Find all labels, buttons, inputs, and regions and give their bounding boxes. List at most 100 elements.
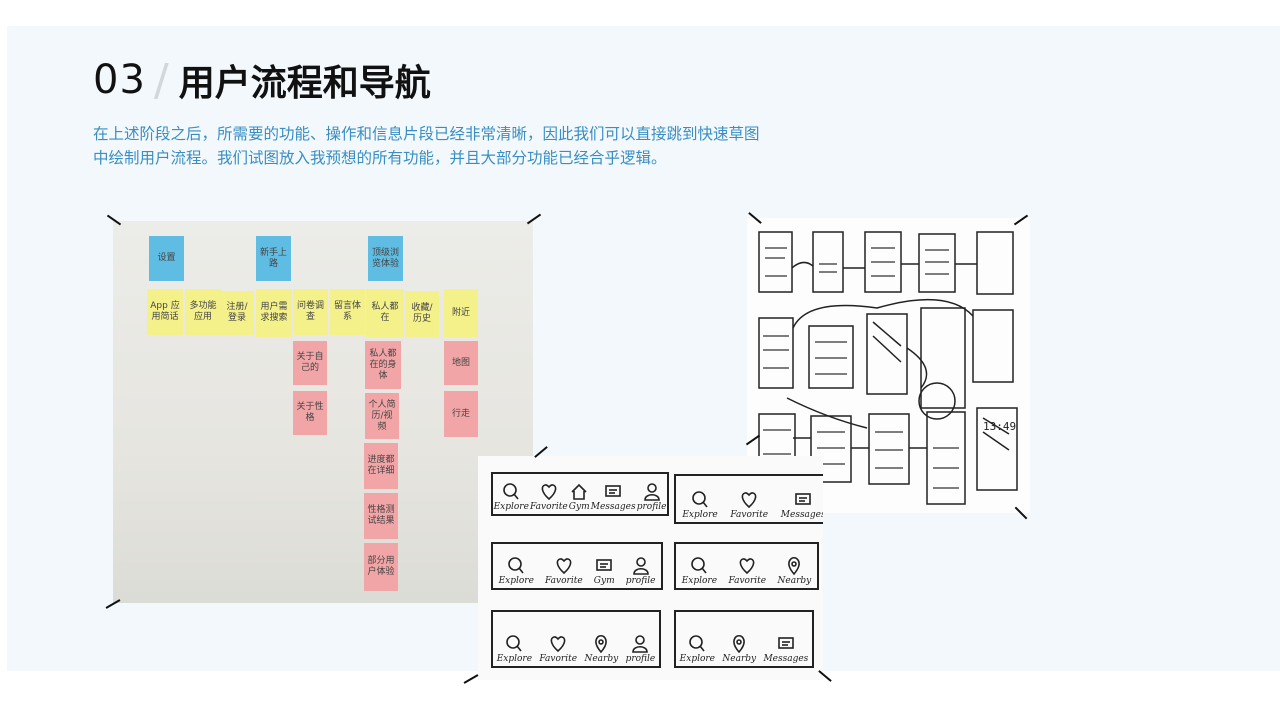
tab-sketch: Favorite [728, 556, 766, 586]
crop-mark [463, 674, 479, 684]
sticky-note: 注册/登录 [220, 291, 254, 335]
tab-label: Nearby [584, 654, 619, 664]
section-title: 用户流程和导航 [178, 63, 431, 104]
sticky-note: 行走 [444, 391, 478, 437]
heart-icon [741, 492, 757, 509]
sticky-notes-photo: 设置 新手上路 顶级浏览体验 App 应用简话 多功能应用 注册/登录 用户需求… [113, 221, 533, 603]
profile-icon [632, 557, 649, 575]
tab-label: Explore [496, 654, 533, 664]
heart-icon [556, 558, 572, 575]
heart-icon [541, 484, 557, 501]
sticky-note: 顶级浏览体验 [368, 236, 403, 281]
tab-sketch: Favorite [545, 556, 583, 586]
tab-sketch: Explore [682, 556, 717, 586]
tab-sketch: Nearby [777, 556, 812, 586]
sticky-note: 附近 [444, 289, 478, 337]
sticky-note: 留言体系 [330, 289, 365, 335]
sticky-note: 关于自己的 [293, 341, 327, 385]
sticky-note: 部分用户体验 [364, 543, 398, 591]
tab-sketch: Nearby [584, 634, 618, 664]
tab-sketch: Explore [680, 634, 715, 664]
search-icon [689, 635, 705, 652]
tab-sketch: Favorite [730, 490, 768, 520]
tab-sketch: Favorite [539, 634, 577, 664]
tab-label: Favorite [530, 502, 568, 512]
tab-label: Favorite [728, 576, 767, 586]
tab-label: profile [625, 576, 656, 586]
sticky-note: 用户需求搜索 [256, 289, 292, 337]
tab-label: Explore [493, 502, 529, 512]
sticky-note: 新手上路 [256, 236, 291, 281]
search-icon [692, 491, 708, 508]
sticky-note: 设置 [149, 236, 184, 281]
sticky-note: 关于性格 [293, 391, 327, 435]
section-number: 03 [93, 57, 146, 103]
sticky-note: 进度都在详细 [364, 443, 398, 489]
tab-sketch: Gym [569, 482, 590, 512]
sticky-note: 个人简历/视频 [365, 393, 399, 439]
sticky-note: 私人都在 [366, 289, 404, 337]
profile-icon [632, 635, 649, 653]
search-icon [506, 635, 522, 652]
tab-sketch: Gym [594, 556, 615, 586]
tab-sketch: Explore [494, 482, 529, 512]
tab-label: Explore [679, 654, 716, 664]
message-icon [596, 559, 613, 571]
sticky-note: 收藏/历史 [405, 291, 439, 337]
tab-label: Nearby [777, 576, 812, 586]
tab-sketch: Messages [591, 482, 636, 512]
search-icon [503, 483, 519, 500]
description-line-2: 中绘制用户流程。我们试图放入我预想的所有功能，并且大部分功能已经合乎逻辑。 [93, 149, 667, 167]
tab-label: Messages [780, 510, 823, 520]
sticky-note: 性格测试结果 [364, 493, 398, 539]
message-icon [778, 637, 794, 649]
message-icon [795, 493, 812, 505]
profile-icon [643, 483, 660, 501]
description: 在上述阶段之后，所需要的功能、操作和信息片段已经非常清晰，因此我们可以直接跳到快… [93, 122, 953, 170]
page-title: 03 / 用户流程和导航 [93, 54, 431, 106]
tab-sketch: profile [636, 482, 667, 512]
tab-sketch: profile [625, 634, 656, 664]
tab-label: Messages [763, 654, 809, 664]
tab-sketch: Explore [499, 556, 534, 586]
tab-label: Explore [498, 576, 534, 586]
tab-label: profile [625, 654, 656, 664]
tab-label: Explore [681, 576, 718, 586]
sticky-note: App 应用简话 [147, 289, 183, 335]
tab-sketch: Messages [763, 634, 808, 664]
tab-label: Favorite [539, 654, 578, 664]
description-line-1: 在上述阶段之后，所需要的功能、操作和信息片段已经非常清晰，因此我们可以直接跳到快… [93, 125, 760, 143]
tab-sketch: Messages [781, 490, 823, 520]
tab-label: Nearby [722, 654, 757, 664]
message-icon [605, 485, 621, 497]
location-icon [595, 634, 608, 654]
tab-label: Messages [590, 502, 636, 512]
location-icon [788, 556, 801, 576]
tab-bar-sketch: Explore Nearby Messages [674, 610, 814, 668]
wireframe-clock: 13:49 [983, 420, 1017, 433]
tab-label: Explore [682, 510, 718, 520]
heart-icon [550, 636, 566, 653]
sticky-note: 地图 [444, 341, 478, 385]
tab-label: Gym [593, 576, 615, 586]
tab-label: profile [636, 502, 667, 512]
location-icon [733, 634, 746, 654]
title-divider: / [153, 54, 169, 106]
heart-icon [739, 558, 755, 575]
tab-bar-sketch: Explore Favorite Gym profile [491, 542, 663, 590]
tab-label: Favorite [545, 576, 583, 586]
search-icon [508, 557, 524, 574]
tab-sketch: profile [625, 556, 656, 586]
tab-bar-sketch: Explore Favorite Nearby profile [491, 610, 661, 668]
home-icon [571, 483, 587, 500]
sticky-note: 私人都在的身体 [365, 341, 401, 389]
sticky-note: 多功能应用 [185, 289, 221, 335]
tab-bar-sketch: Explore Favorite Nearby [674, 542, 819, 590]
tab-sketch: Explore [682, 490, 718, 520]
tab-sketch: Favorite [530, 482, 568, 512]
tab-label: Gym [568, 502, 590, 512]
wireframe-sketch [758, 231, 1018, 505]
